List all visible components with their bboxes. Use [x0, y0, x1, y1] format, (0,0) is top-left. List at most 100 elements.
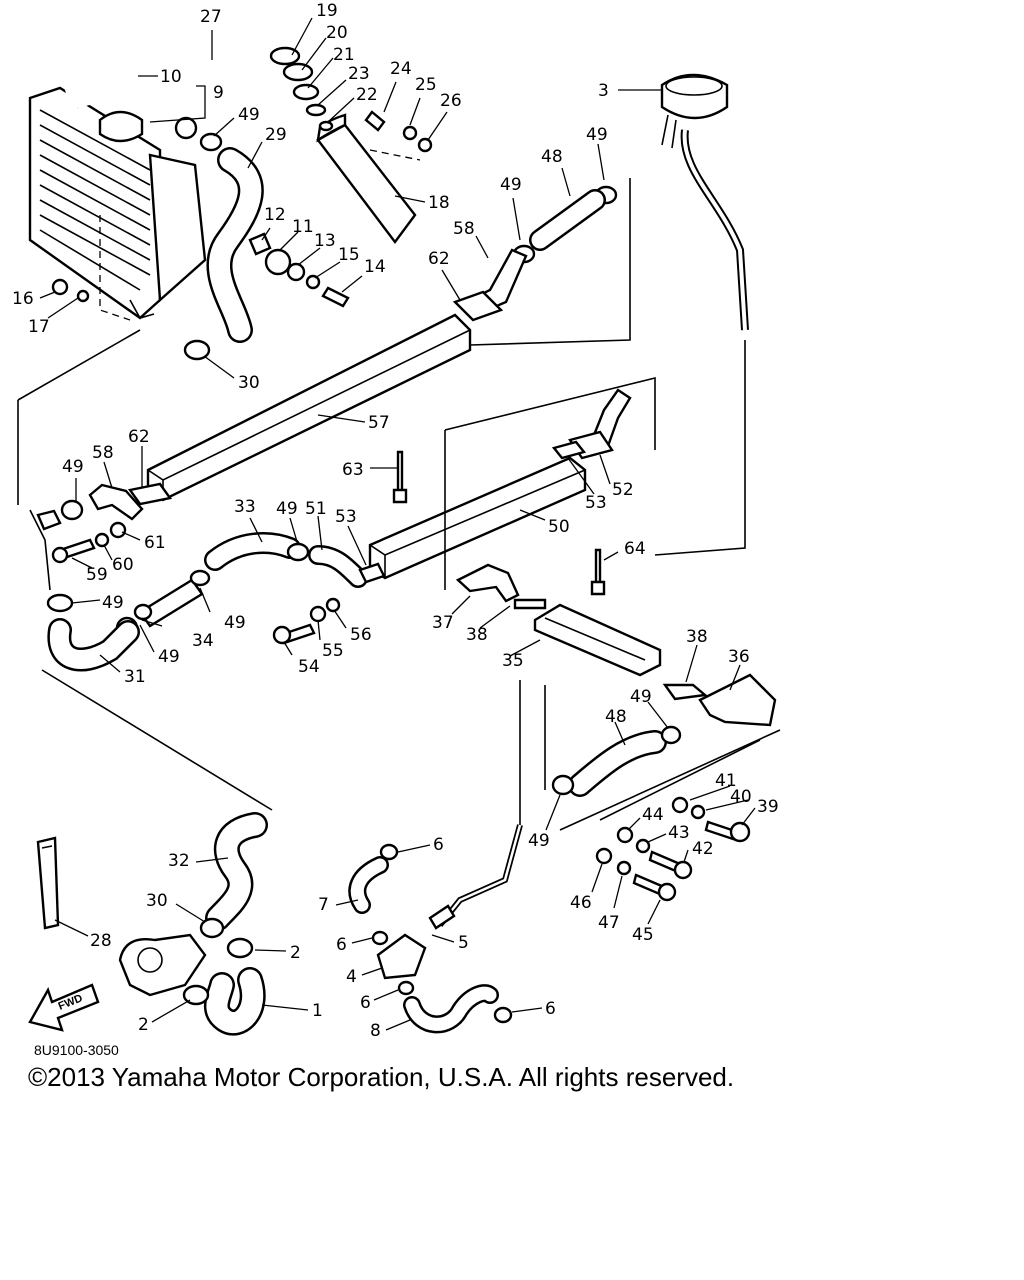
- hose-48-lower: [551, 725, 682, 797]
- callout-8: 8: [370, 1021, 381, 1041]
- callout-17: 17: [28, 317, 50, 337]
- tank-bolts: [364, 110, 433, 161]
- bolt-54-55-56: [272, 597, 341, 645]
- callout-2-a: 2: [290, 943, 301, 963]
- callout-49-g: 49: [224, 613, 246, 633]
- callout-47: 47: [598, 913, 620, 933]
- callout-49-f: 49: [102, 593, 124, 613]
- callout-38-a: 38: [466, 625, 488, 645]
- callout-30-a: 30: [238, 373, 260, 393]
- callout-18: 18: [428, 193, 450, 213]
- callout-43: 43: [668, 823, 690, 843]
- callout-39: 39: [757, 797, 779, 817]
- callout-48-b: 48: [605, 707, 627, 727]
- strap-28: [36, 836, 60, 930]
- hose-29: [206, 147, 264, 343]
- callout-52: 52: [612, 480, 634, 500]
- callout-35: 35: [502, 651, 524, 671]
- callout-48-a: 48: [541, 147, 563, 167]
- hose-clamp-30-top: [183, 339, 211, 361]
- callout-61: 61: [144, 533, 166, 553]
- hose-51: [286, 542, 386, 588]
- callout-41: 41: [715, 771, 737, 791]
- callout-64: 64: [624, 539, 646, 559]
- hose-8: [403, 984, 513, 1034]
- callout-49-j: 49: [528, 831, 550, 851]
- hose-7: [348, 843, 399, 914]
- callout-32: 32: [168, 851, 190, 871]
- callout-46: 46: [570, 893, 592, 913]
- callout-16: 16: [12, 289, 34, 309]
- callout-59: 59: [86, 565, 108, 585]
- left-joint-58-62: [36, 482, 173, 531]
- callout-54: 54: [298, 657, 320, 677]
- callout-30-b: 30: [146, 891, 168, 911]
- callout-24: 24: [390, 59, 412, 79]
- bleed-screw-64: [590, 548, 606, 596]
- callout-49-d: 49: [62, 457, 84, 477]
- callout-6-b: 6: [336, 935, 347, 955]
- sensor-wire-5: [428, 824, 523, 930]
- hose-32: [199, 812, 268, 939]
- callout-49-b: 49: [586, 125, 608, 145]
- bolt-59-60-61: [51, 521, 127, 564]
- figure-code: 8U9100-3050: [34, 1042, 119, 1058]
- pipe-58-top: [452, 248, 528, 322]
- fwd-arrow: FWD: [28, 983, 100, 1032]
- reservoir-tank: [269, 46, 417, 245]
- thermostat-parts: [51, 232, 350, 308]
- callout-28: 28: [90, 931, 112, 951]
- callout-11: 11: [292, 217, 314, 237]
- callout-29: 29: [265, 125, 287, 145]
- callout-6-d: 6: [545, 999, 556, 1019]
- callout-60: 60: [112, 555, 134, 575]
- callout-62-a: 62: [428, 249, 450, 269]
- callout-63: 63: [342, 460, 364, 480]
- callout-10: 10: [160, 67, 182, 87]
- callout-31: 31: [124, 667, 146, 687]
- callout-62-b: 62: [128, 427, 150, 447]
- callout-21: 21: [333, 45, 355, 65]
- callout-27: 27: [200, 7, 222, 27]
- callout-6-c: 6: [360, 993, 371, 1013]
- callout-19: 19: [316, 1, 338, 21]
- callout-40: 40: [730, 787, 752, 807]
- callout-3: 3: [598, 81, 609, 101]
- callout-50: 50: [548, 517, 570, 537]
- assembly-guide-lines: [17, 178, 781, 831]
- callout-51: 51: [305, 499, 327, 519]
- valve-4: [371, 930, 427, 996]
- copyright-notice: ©2013 Yamaha Motor Corporation, U.S.A. A…: [28, 1062, 735, 1092]
- callout-13: 13: [314, 231, 336, 251]
- callout-37: 37: [432, 613, 454, 633]
- callout-38-b: 38: [686, 627, 708, 647]
- callout-20: 20: [326, 23, 348, 43]
- water-pump: [118, 933, 207, 997]
- callout-22: 22: [356, 85, 378, 105]
- callout-55: 55: [322, 641, 344, 661]
- callout-58-b: 58: [92, 443, 114, 463]
- cooling-system-exploded-diagram: FWD: [12, 1, 781, 1058]
- callout-4: 4: [346, 967, 357, 987]
- heat-exchanger-35: [533, 603, 662, 677]
- callout-33: 33: [234, 497, 256, 517]
- bleed-screw-63: [392, 450, 408, 504]
- hose-1: [182, 937, 266, 1036]
- callout-7: 7: [318, 895, 329, 915]
- hose-48-top: [529, 189, 606, 251]
- callout-53-b: 53: [335, 507, 357, 527]
- callout-9: 9: [213, 83, 224, 103]
- callout-49-h: 49: [158, 647, 180, 667]
- callout-49-a: 49: [238, 105, 260, 125]
- callout-14: 14: [364, 257, 386, 277]
- callout-53-a: 53: [585, 493, 607, 513]
- callout-labels: 27 19 20 21 23 22 10 9 24 25 26 3 49 29 …: [12, 1, 779, 1041]
- callout-58-a: 58: [453, 219, 475, 239]
- callout-23: 23: [348, 64, 370, 84]
- temperature-sensor: [660, 73, 749, 331]
- callout-1: 1: [312, 1001, 323, 1021]
- callout-2-b: 2: [138, 1015, 149, 1035]
- callout-25: 25: [415, 75, 437, 95]
- callout-49-e: 49: [276, 499, 298, 519]
- radiator: [28, 86, 207, 321]
